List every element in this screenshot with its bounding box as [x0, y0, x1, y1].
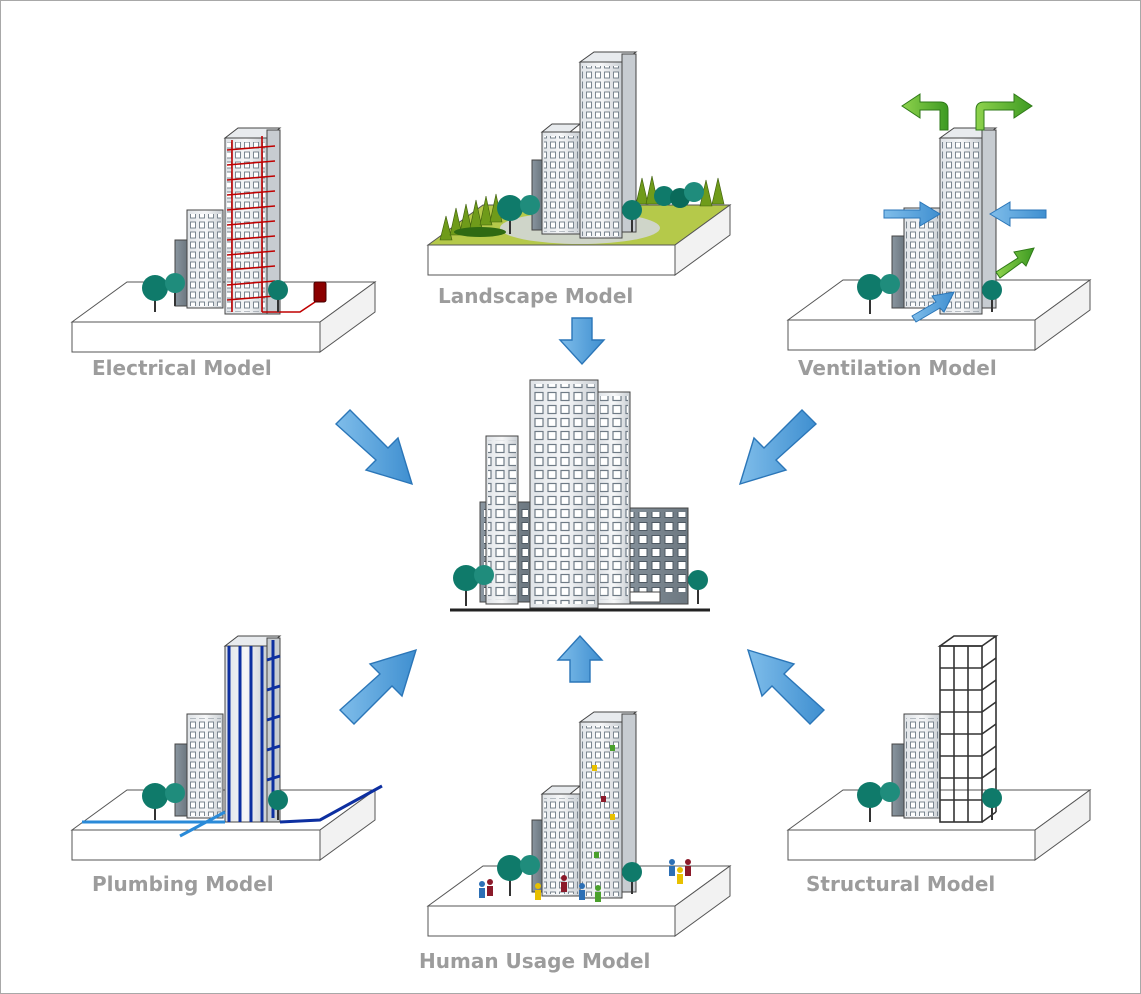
plumbing-water-line — [82, 810, 226, 838]
landscape-model — [426, 51, 732, 276]
plumbing-small-building — [174, 713, 224, 819]
human-usage-model — [426, 711, 732, 937]
plumbing-model-label: Plumbing Model — [92, 872, 274, 896]
human-usage-people — [479, 859, 691, 902]
ventilation-exhaust-arrows — [901, 93, 1035, 279]
human-usage-model-label: Human Usage Model — [419, 949, 651, 973]
plumbing-model — [70, 635, 383, 861]
city-trees — [453, 565, 708, 606]
person-icon — [479, 881, 485, 898]
arrow-landscape-to-center — [558, 317, 606, 366]
arrow-structural-to-center — [746, 648, 826, 725]
plumbing-trees — [142, 783, 288, 820]
city-right-tower — [597, 391, 631, 605]
structural-trees — [857, 782, 1002, 822]
electrical-transformer — [313, 281, 327, 303]
ventilation-small-building — [891, 207, 941, 309]
central-building-model — [450, 379, 710, 612]
landscape-model-label: Landscape Model — [438, 284, 634, 308]
person-icon — [677, 867, 683, 884]
structural-small-building — [891, 713, 941, 819]
person-icon — [487, 879, 493, 896]
ventilation-model — [786, 93, 1092, 351]
person-icon — [595, 885, 601, 902]
person-icon — [685, 859, 691, 876]
arrow-human-usage-to-center — [556, 634, 604, 683]
electrical-wiring — [226, 136, 319, 313]
structural-model-label: Structural Model — [806, 872, 996, 896]
person-icon — [535, 883, 541, 900]
electrical-trees — [142, 273, 288, 312]
arrow-plumbing-to-center — [338, 648, 418, 725]
human-usage-trees — [497, 855, 642, 896]
ventilation-tower — [938, 127, 998, 315]
ventilation-model-label: Ventilation Model — [798, 356, 997, 380]
ventilation-trees — [857, 274, 1002, 314]
person-icon — [579, 883, 585, 900]
arrow-ventilation-to-center — [738, 409, 818, 486]
human-usage-tower — [578, 711, 638, 899]
landscape-small-building — [531, 123, 582, 235]
structural-frame — [937, 635, 999, 823]
ventilation-intake-arrows — [883, 201, 1047, 323]
plumbing-tower — [82, 635, 383, 838]
electrical-model — [70, 127, 377, 353]
city-main-tower — [529, 379, 599, 609]
person-icon — [561, 875, 567, 892]
person-icon — [669, 859, 675, 876]
arrow-electrical-to-center — [334, 409, 414, 486]
landscape-trees — [497, 182, 704, 234]
electrical-model-label: Electrical Model — [92, 356, 272, 380]
human-usage-small-building — [531, 785, 582, 897]
electrical-tower — [223, 127, 327, 315]
plumbing-pipes — [227, 640, 383, 824]
flow-arrows — [334, 317, 826, 725]
structural-model — [786, 635, 1092, 861]
electrical-small-building — [174, 209, 224, 309]
landscape-tower — [578, 51, 638, 239]
